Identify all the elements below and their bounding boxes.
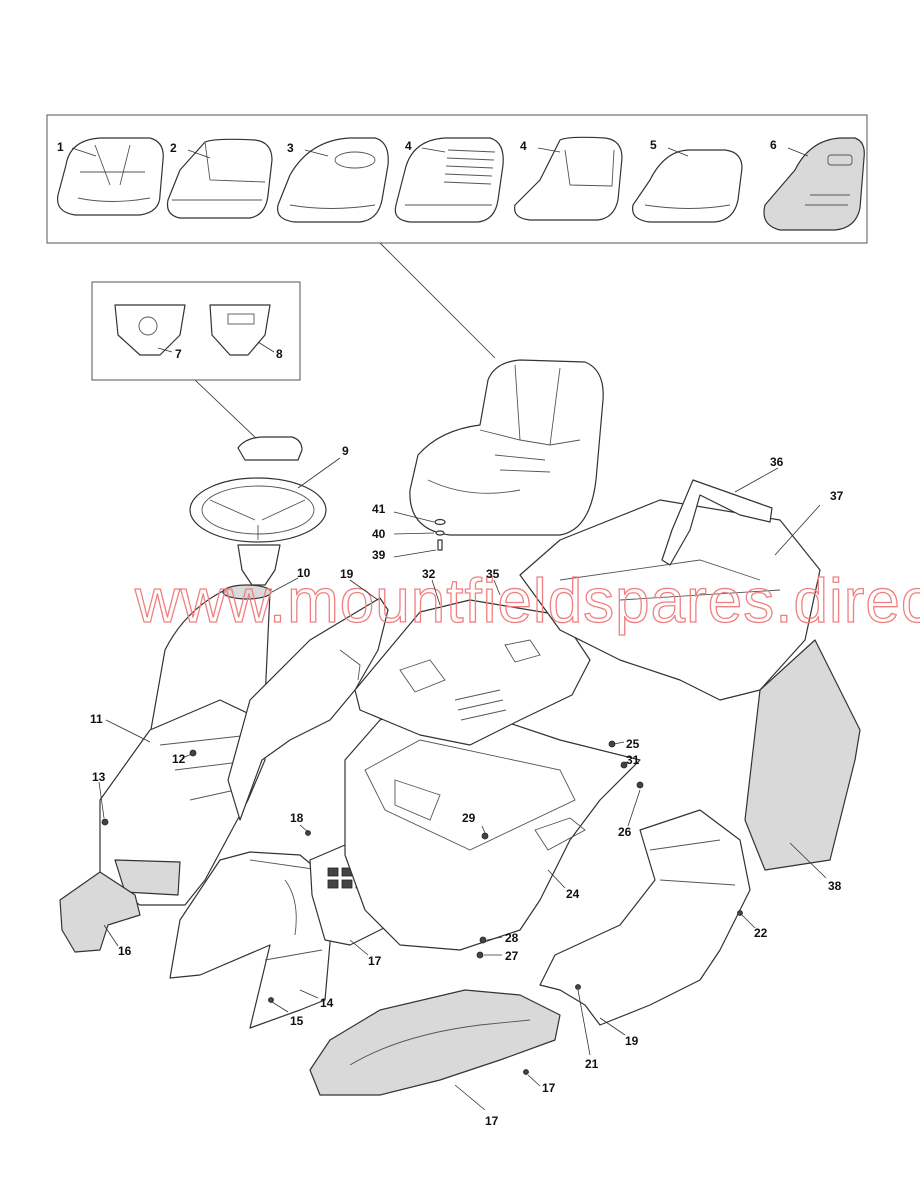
seat-options-box (46, 114, 868, 244)
callout-26[interactable]: 38 (828, 879, 842, 893)
callout-32[interactable]: 8 (276, 347, 283, 361)
part-handle[interactable] (661, 479, 773, 566)
seat-option-35[interactable] (57, 137, 164, 216)
fastener-17b (636, 781, 644, 789)
callout-17c[interactable]: 27 (505, 949, 519, 963)
steering-cap[interactable] (237, 436, 303, 461)
fasteners (101, 740, 743, 1075)
callout-16[interactable]: 24 (566, 887, 580, 901)
part-floor-mat[interactable] (309, 989, 561, 1096)
callout-19b[interactable]: 31 (626, 753, 640, 767)
callout-3[interactable]: 11 (90, 712, 103, 726)
fastener-4a (189, 749, 197, 757)
callout-6[interactable]: 15 (290, 1014, 304, 1028)
part-dashboard-panel[interactable] (354, 599, 591, 746)
callout-36[interactable]: 2 (170, 141, 177, 155)
callout-38[interactable]: 4 (405, 139, 412, 153)
callout-8[interactable]: 17 (485, 1114, 499, 1128)
callout-12[interactable]: 19 (340, 567, 354, 581)
part-steering-column-cover[interactable] (149, 584, 272, 736)
seat-option-37[interactable] (277, 137, 389, 223)
callout-39[interactable]: 4 (520, 139, 527, 153)
callout-4a[interactable]: 12 (172, 752, 186, 766)
callout-17b[interactable]: 26 (618, 825, 632, 839)
callout-22[interactable]: 35 (486, 567, 500, 581)
callout-4b[interactable]: 13 (92, 770, 106, 784)
callout-14[interactable]: 21 (585, 1057, 599, 1071)
part-rear-deck[interactable] (519, 499, 821, 701)
seat-option-39[interactable] (513, 136, 623, 221)
steering-cover-31[interactable] (114, 304, 186, 356)
seat-main[interactable] (409, 359, 604, 536)
callout-18[interactable]: 28 (505, 931, 519, 945)
fastener-9 (523, 1069, 529, 1075)
callout-27[interactable]: 39 (372, 548, 386, 562)
part-grass-collector[interactable] (744, 639, 861, 871)
callout-group: 1 2 3 4 4 5 6 7 8 9 10 11 12 13 14 15 16 (57, 138, 844, 1128)
part-left-fender[interactable] (169, 851, 333, 1029)
fastener-11 (305, 830, 311, 836)
callout-5[interactable]: 14 (320, 996, 334, 1010)
callout-9[interactable]: 17 (542, 1081, 556, 1095)
callout-7[interactable]: 16 (118, 944, 132, 958)
callout-24[interactable]: 36 (770, 455, 784, 469)
seat-option-40[interactable] (632, 149, 743, 223)
callout-41[interactable]: 6 (770, 138, 777, 152)
part-right-fender[interactable] (539, 809, 751, 1026)
callout-28[interactable]: 40 (372, 527, 386, 541)
callout-29[interactable]: 41 (372, 502, 386, 516)
fastener-4b (101, 818, 109, 826)
part-front-bumper[interactable] (59, 871, 141, 953)
callout-31[interactable]: 7 (175, 347, 182, 361)
watermark-text: www.mountfieldspares.direct (134, 567, 920, 636)
callout-40[interactable]: 5 (650, 138, 657, 152)
steering-cover-32[interactable] (209, 304, 271, 356)
part-front-hood[interactable] (99, 699, 266, 906)
steering-wheel[interactable] (189, 477, 327, 586)
part-side-panel-12[interactable] (227, 597, 389, 821)
callout-21[interactable]: 32 (422, 567, 436, 581)
callout-17a[interactable]: 25 (626, 737, 640, 751)
callout-10[interactable]: 17 (368, 954, 382, 968)
part-chassis-cover[interactable] (344, 699, 641, 951)
fastener-6 (268, 997, 274, 1003)
fastener-18 (479, 936, 487, 944)
callout-15[interactable]: 22 (754, 926, 768, 940)
callout-13[interactable]: 19 (625, 1034, 639, 1048)
seat-bolt[interactable] (434, 518, 446, 551)
fastener-14 (575, 984, 581, 990)
callout-19a[interactable]: 29 (462, 811, 476, 825)
fastener-19a (481, 832, 489, 840)
seat-option-41[interactable] (763, 137, 865, 231)
seat-option-36[interactable] (166, 138, 273, 219)
callout-25[interactable]: 37 (830, 489, 844, 503)
fastener-17c (476, 951, 484, 959)
steering-cover-box (91, 281, 301, 381)
fastener-15 (737, 910, 743, 916)
callout-2[interactable]: 10 (297, 566, 311, 580)
seat-option-38[interactable] (394, 137, 504, 223)
callout-1[interactable]: 9 (342, 444, 349, 458)
callout-37[interactable]: 3 (287, 141, 294, 155)
callout-35[interactable]: 1 (57, 140, 64, 154)
callout-11[interactable]: 18 (290, 811, 304, 825)
